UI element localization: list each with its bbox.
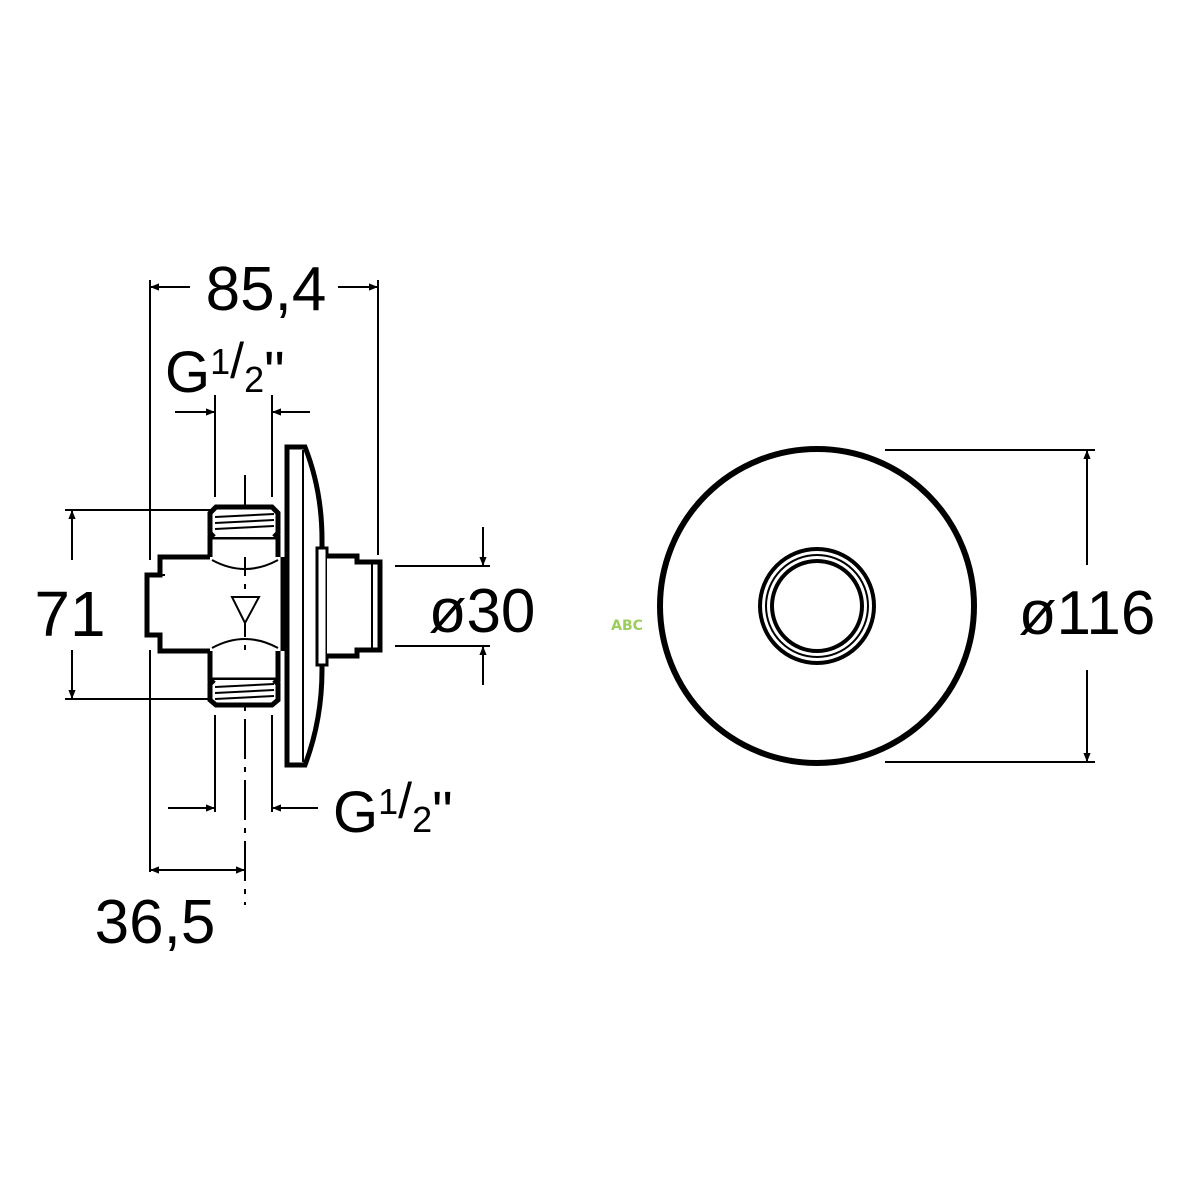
dim-axis-offset: 36,5 <box>95 888 216 957</box>
dim-thread-top: G1/2" <box>165 333 285 405</box>
thread-lines <box>160 513 279 700</box>
dim-button-diameter: ø30 <box>429 577 536 646</box>
button-outer-ring <box>758 547 876 665</box>
button-inner-ring <box>770 559 864 653</box>
cover-plate <box>284 444 383 768</box>
dim-height: 71 <box>34 578 105 650</box>
plate-outline <box>657 446 977 766</box>
front-view: ø116 <box>657 446 1156 766</box>
extension-lines <box>65 280 490 872</box>
side-view: 85,4 G1/2" 71 ø30 G1/2" 36,5 <box>34 255 535 957</box>
valve-body <box>144 504 286 708</box>
dim-thread-bottom: G1/2" <box>333 773 453 845</box>
dim-plate-diameter: ø116 <box>1019 579 1156 648</box>
dim-overall-length: 85,4 <box>206 255 327 324</box>
button-mid-ring <box>765 554 869 658</box>
dimension-arrows <box>68 283 487 874</box>
flow-direction-triangle <box>230 596 261 626</box>
watermark: ABC <box>611 618 643 634</box>
